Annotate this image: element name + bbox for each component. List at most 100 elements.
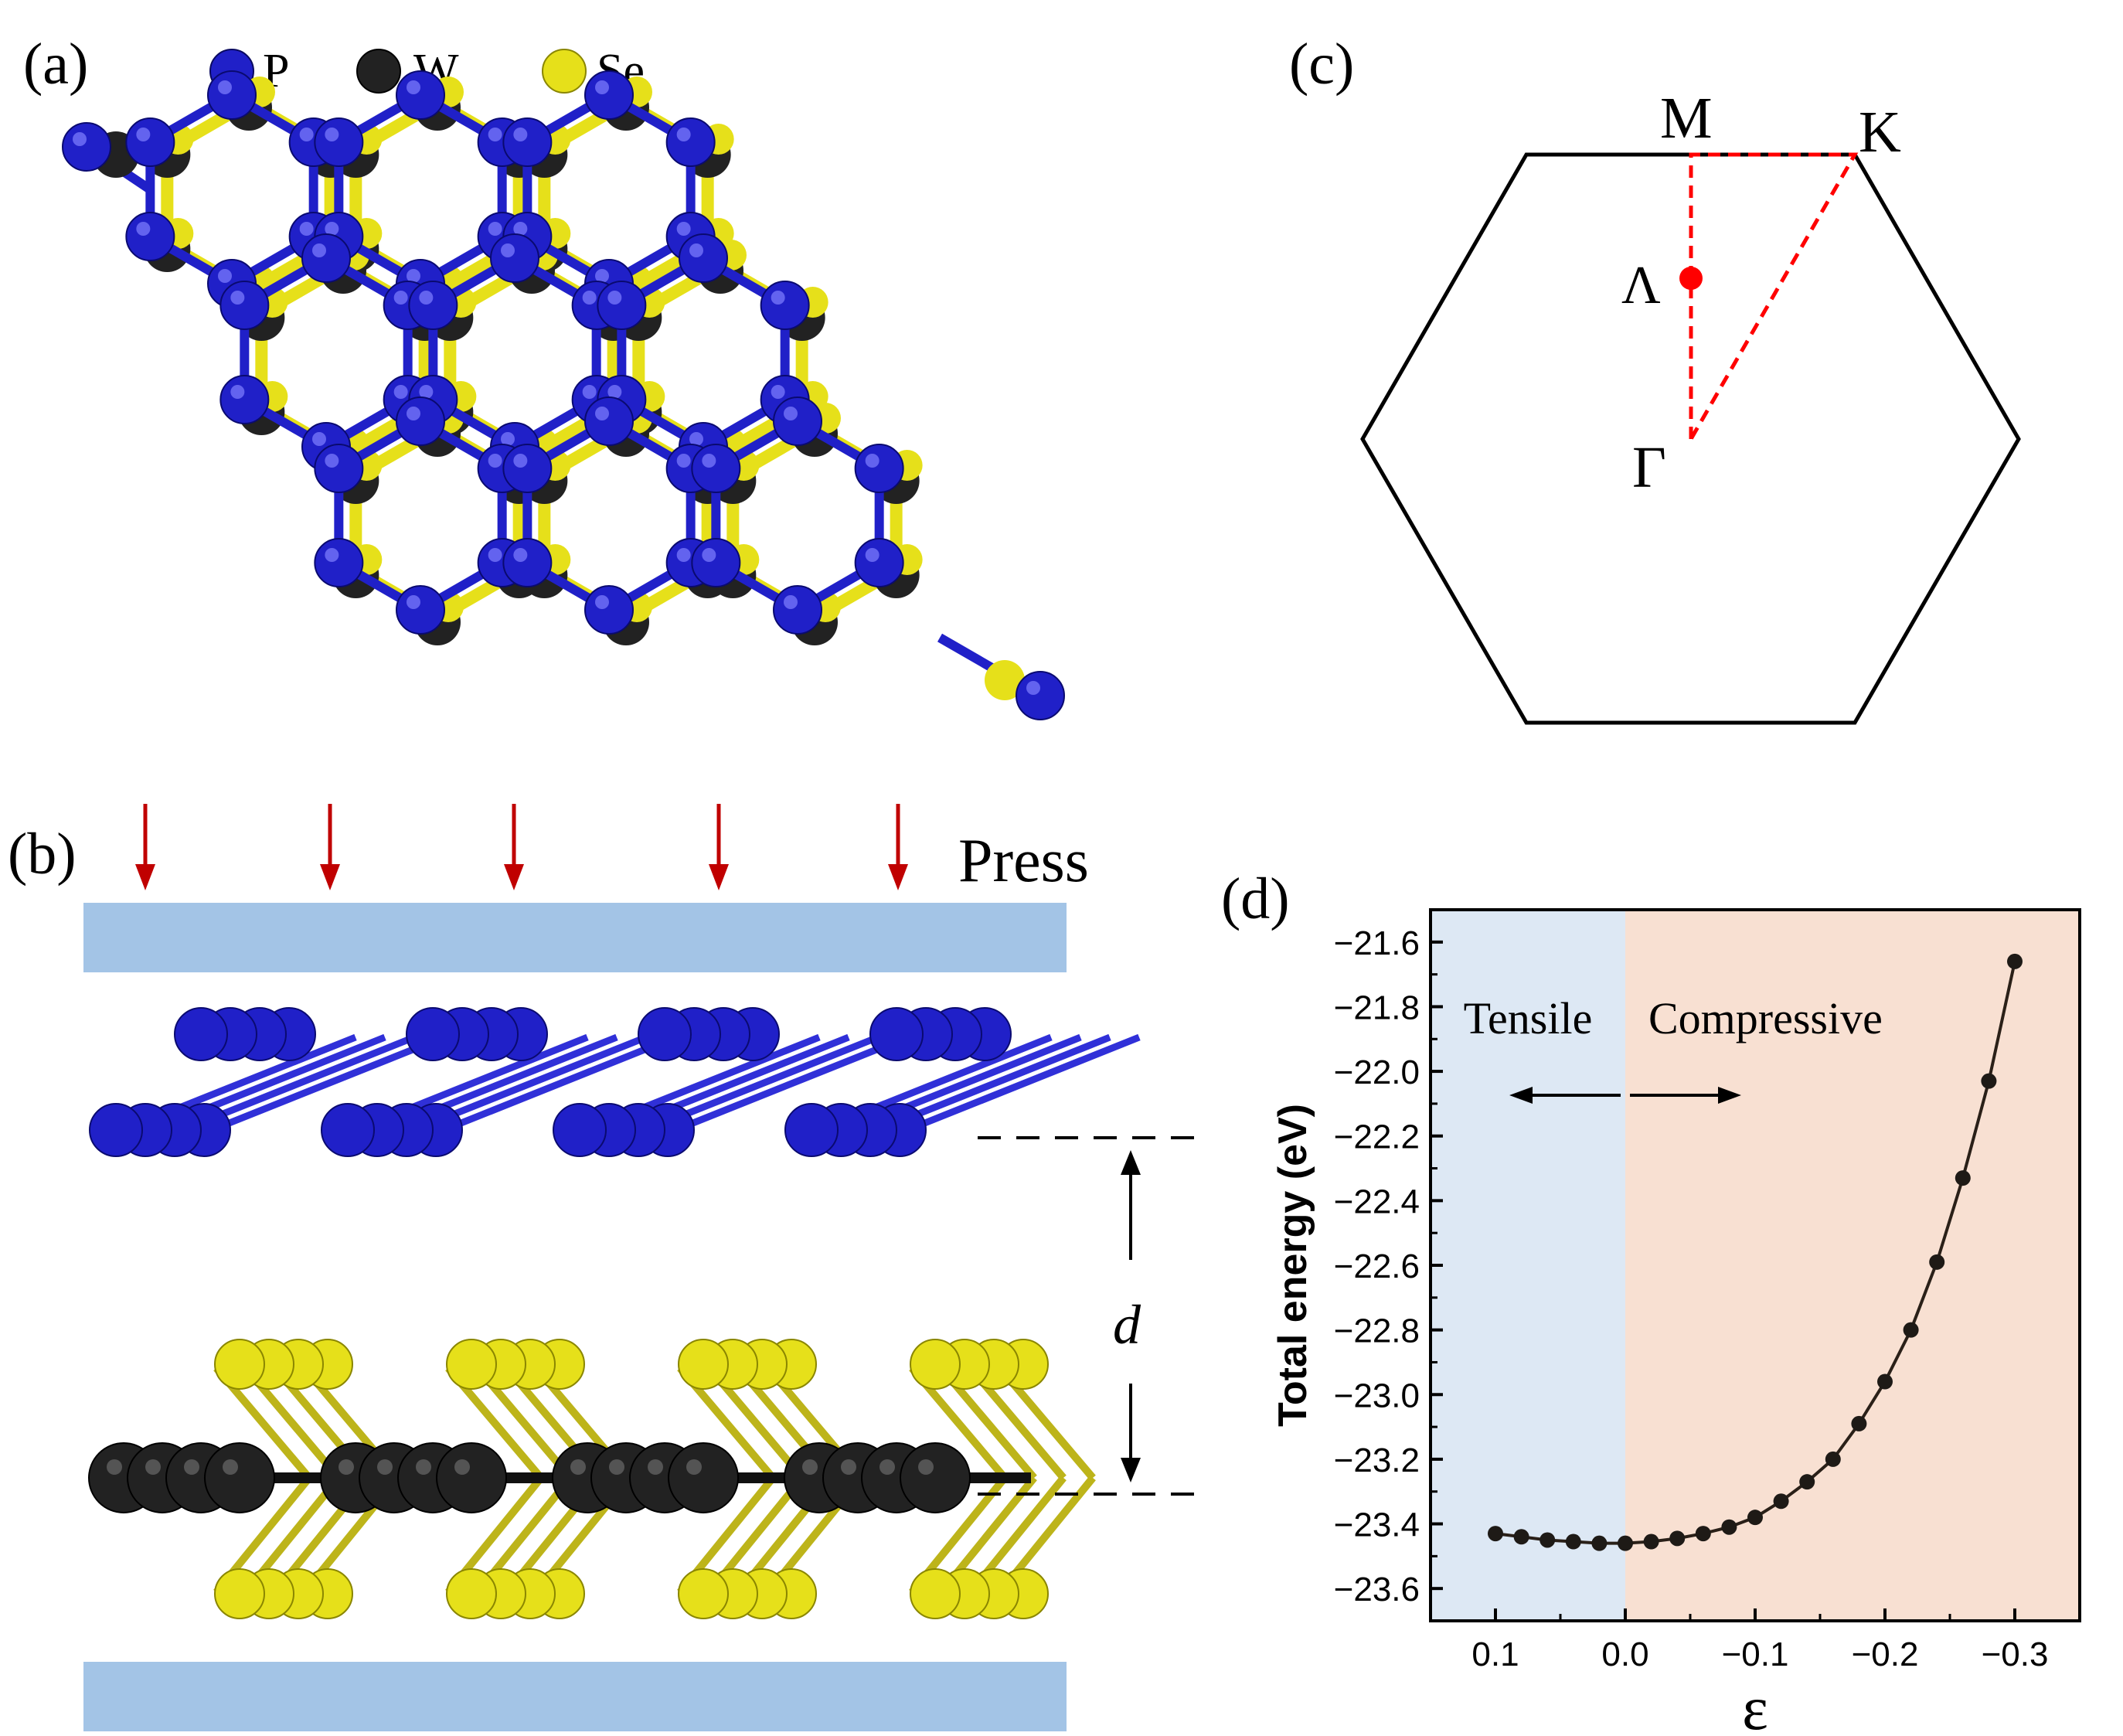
p-atom-highlight — [73, 132, 87, 146]
p-atom-highlight — [488, 548, 502, 562]
data-point — [1903, 1322, 1919, 1338]
legend-se-swatch — [542, 49, 587, 94]
y-tick-label: −22.2 — [1334, 1118, 1420, 1156]
p-atom — [396, 397, 445, 446]
w-atom-highlight — [416, 1459, 431, 1475]
data-point — [1618, 1535, 1633, 1551]
high-symmetry-path — [1689, 152, 1859, 441]
p-atom-lower — [89, 1103, 143, 1157]
se-atom-top — [910, 1339, 961, 1390]
w-atom-highlight — [918, 1459, 934, 1475]
top-plate — [83, 903, 1067, 972]
p-atom-lower — [553, 1103, 607, 1157]
p-atom-highlight — [595, 407, 609, 420]
p-atom-highlight — [488, 128, 502, 141]
data-point — [1747, 1510, 1763, 1526]
p-atom-highlight — [230, 385, 245, 399]
p-atom — [314, 117, 364, 167]
p-atom — [584, 585, 634, 635]
p-atom — [679, 233, 728, 283]
region-arrows — [1509, 1087, 1741, 1104]
p-atom-highlight — [393, 385, 408, 399]
p-atom-highlight — [689, 432, 703, 446]
p-atom-highlight — [676, 128, 691, 141]
p-atom-highlight — [784, 407, 798, 420]
p-atom — [665, 117, 716, 167]
y-tick-label: −23.2 — [1334, 1442, 1420, 1479]
y-tick-label: −22.8 — [1334, 1312, 1420, 1350]
press-arrow-head — [135, 864, 155, 890]
p-atom — [584, 397, 634, 446]
p-atom-highlight — [325, 128, 339, 141]
data-point — [1929, 1254, 1945, 1270]
p-atom — [301, 233, 351, 283]
w-atom-side — [900, 1442, 971, 1513]
p-atom-highlight — [218, 80, 232, 94]
p-atom-highlight — [407, 595, 420, 609]
w-atom-side — [204, 1442, 275, 1513]
p-atom-highlight — [513, 548, 528, 562]
side-view-structure — [88, 1007, 1141, 1619]
w-atom-highlight — [184, 1459, 199, 1475]
p-atom-highlight — [595, 269, 609, 283]
point-k-label: K — [1859, 100, 1901, 165]
legend-a: P W Se — [209, 45, 645, 97]
p-atom-highlight — [513, 222, 528, 236]
p-atom-lower — [321, 1103, 375, 1157]
press-arrows — [135, 804, 908, 890]
w-atom-highlight — [841, 1459, 856, 1475]
p-atom — [396, 70, 445, 120]
p-atom-upper — [638, 1007, 692, 1061]
p-atom — [207, 70, 257, 120]
p-atom-highlight — [488, 222, 502, 236]
y-tick-label: −22.4 — [1334, 1183, 1420, 1220]
data-point — [2007, 953, 2023, 969]
p-atom-lower — [784, 1103, 839, 1157]
p-side-bond — [906, 1033, 1141, 1134]
p-atom-highlight — [702, 454, 716, 468]
p-atom-highlight — [393, 291, 408, 305]
tensile-label: Tensile — [1464, 993, 1593, 1043]
x-tick-label: −0.2 — [1852, 1636, 1919, 1673]
p-atom-highlight — [595, 80, 609, 94]
y-tick-label: −22.0 — [1334, 1054, 1420, 1091]
compressive-label: Compressive — [1648, 993, 1883, 1043]
p-atom-highlight — [771, 291, 785, 305]
p-atom — [854, 444, 904, 493]
p-atom-highlight — [702, 548, 716, 562]
press-arrow-head — [504, 864, 524, 890]
y-axis-label: Total energy (eV) — [1271, 1104, 1315, 1427]
p-atom-highlight — [865, 548, 879, 562]
data-point — [1721, 1519, 1737, 1535]
top-view-lattice — [62, 70, 1065, 720]
x-tick-label: 0.1 — [1471, 1636, 1519, 1673]
panel-c-label: (c) — [1289, 32, 1354, 97]
p-side-bond — [674, 1033, 909, 1134]
p-atom-highlight — [513, 128, 528, 141]
point-gamma-label: Γ — [1632, 435, 1666, 500]
y-tick-label: −21.8 — [1334, 989, 1420, 1026]
compressive-arrow-head — [1718, 1087, 1741, 1104]
p-atom-highlight — [676, 222, 691, 236]
data-point — [1565, 1533, 1581, 1550]
press-arrow-head — [888, 864, 908, 890]
p-atom-highlight — [136, 222, 151, 236]
y-tick-label: −21.6 — [1334, 924, 1420, 962]
w-atom-side — [436, 1442, 507, 1513]
data-point — [1851, 1415, 1867, 1431]
se-atom-bottom — [678, 1568, 729, 1619]
p-atom-highlight — [136, 128, 151, 141]
p-atom — [502, 444, 553, 493]
p-atom-highlight — [1026, 681, 1040, 695]
w-atom-highlight — [339, 1459, 354, 1475]
distance-label: d — [1113, 1294, 1141, 1356]
p-atom — [502, 538, 553, 587]
data-point — [1695, 1526, 1711, 1542]
p-atom-highlight — [595, 595, 609, 609]
panel-a: (a) P W Se — [23, 32, 1065, 720]
p-atom — [125, 212, 175, 261]
p-atom-highlight — [501, 432, 515, 446]
